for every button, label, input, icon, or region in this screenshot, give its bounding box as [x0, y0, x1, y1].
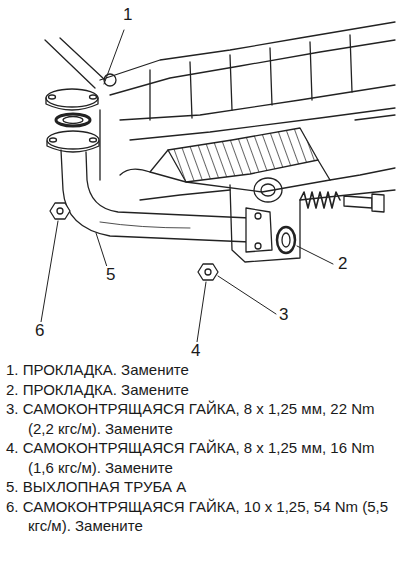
bolt-spring — [254, 178, 384, 212]
callout-number: 6 — [33, 322, 46, 340]
parts-list-item: 3. САМОКОНТРЯЩАЯСЯ ГАЙКА, 8 х 1,25 мм, 2… — [6, 399, 394, 438]
pipe-flange — [47, 131, 99, 152]
parts-list-item: 6. САМОКОНТРЯЩАЯСЯ ГАЙКА, 10 х 1,25, 54 … — [6, 497, 394, 536]
lock-nut — [198, 264, 218, 280]
parts-list-item: 1. ПРОКЛАДКА. Замените — [6, 360, 394, 380]
gasket-ring — [56, 114, 90, 126]
leader-line — [41, 30, 333, 342]
callout-number: 5 — [104, 266, 117, 284]
parts-list-item: 5. ВЫХЛОПНАЯ ТРУБА А — [6, 477, 394, 497]
lock-nut — [50, 203, 70, 219]
manifold-flange — [46, 89, 98, 110]
parts-list-item: 2. ПРОКЛАДКА. Замените — [6, 380, 394, 400]
callout-number: 1 — [121, 6, 134, 24]
parts-list-item: 4. САМОКОНТРЯЩАЯСЯ ГАЙКА, 8 х 1,25 мм, 1… — [6, 438, 394, 477]
parts-list: 1. ПРОКЛАДКА. Замените2. ПРОКЛАДКА. Заме… — [6, 360, 394, 536]
callout-number: 4 — [189, 342, 202, 360]
engine-block — [45, 22, 395, 262]
callout-number: 3 — [277, 306, 290, 324]
gasket-ring — [277, 227, 295, 253]
callout-number: 2 — [336, 255, 349, 273]
exhaust-pipe — [61, 150, 272, 252]
